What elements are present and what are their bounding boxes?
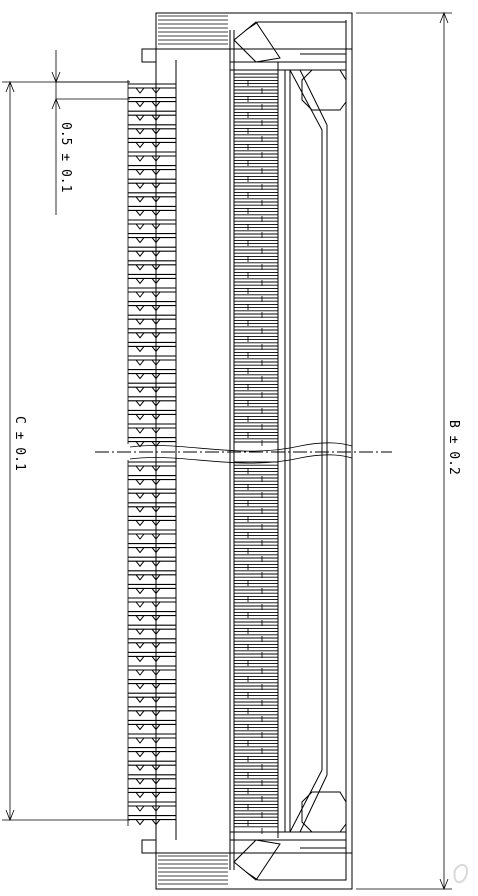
pin-spring [135, 87, 161, 94]
top-latch-diagonal [289, 69, 323, 131]
pin-spring [135, 656, 161, 663]
bottom-latch-triangle [233, 839, 281, 881]
top-end-cap [155, 12, 353, 50]
break-line [95, 442, 392, 464]
pin-spring [135, 237, 161, 244]
pin-spring [135, 196, 161, 203]
top-shell-tab [141, 48, 156, 63]
pin-spring [135, 683, 161, 690]
pin-spring [135, 506, 161, 513]
bottom-latch-arm [245, 847, 347, 881]
pin-spring [135, 386, 161, 394]
pin-spring [135, 305, 161, 312]
pin-spring [135, 560, 161, 568]
pin-spring [135, 819, 161, 826]
pin-spring [135, 278, 161, 285]
pin-spring [135, 628, 161, 636]
pin-spring [135, 642, 161, 649]
pin-spring [135, 182, 161, 190]
pin-spring [135, 441, 161, 448]
c-dimension-label: C ± 0.1 [12, 416, 27, 471]
pin-spring [135, 520, 161, 527]
pin-spring [135, 574, 161, 581]
pin-spring [135, 142, 161, 149]
connector-body [141, 12, 353, 890]
pin-spring [135, 264, 161, 271]
pin-spring [135, 764, 161, 772]
pin-spring [135, 792, 161, 799]
pin-spring [135, 805, 161, 812]
top-latch-triangle [233, 21, 281, 63]
pin-spring [135, 465, 161, 472]
pin-spring [135, 414, 161, 421]
pin-spring [135, 751, 161, 758]
pin-spring [135, 533, 161, 540]
pin-spring [135, 101, 161, 108]
pin-spring [135, 250, 161, 258]
b-dimension-label: B ± 0.2 [446, 420, 461, 475]
bottom-inner-frame [229, 831, 347, 841]
bottom-end-cap [155, 852, 353, 890]
top-inner-frame [229, 61, 347, 71]
pin-spring [135, 332, 161, 339]
pin-array [127, 80, 176, 826]
pin-spring [135, 155, 161, 162]
top-latch-arm [245, 21, 347, 55]
pin-spring [135, 169, 161, 176]
pin-spring [135, 669, 161, 676]
pin-spring [135, 318, 161, 326]
bottom-latch-diagonal [289, 769, 323, 833]
pin-spring [135, 724, 161, 731]
pin-spring [135, 359, 161, 366]
pin-spring [135, 710, 161, 717]
c-dimension [2, 80, 130, 822]
pin-spring [135, 128, 161, 135]
bottom-latch-octagon [301, 791, 347, 833]
pin-spring [135, 373, 161, 380]
pin-spring [135, 223, 161, 230]
pin-spring [135, 737, 161, 744]
pin-spring [135, 346, 161, 353]
contact-teeth [234, 73, 278, 834]
pin-spring [135, 778, 161, 785]
pin-spring [135, 291, 161, 298]
top-latch-diagonal-2 [299, 69, 328, 126]
b-dimension [356, 11, 452, 891]
pin-spring [135, 479, 161, 486]
pin-spring [135, 588, 161, 595]
watermark-mark [453, 863, 468, 884]
pin-spring [135, 114, 161, 122]
pin-spring [135, 492, 161, 500]
top-latch-octagon [301, 69, 347, 111]
pin-spring [135, 210, 161, 217]
pitch-dimension-label: 0.5 ± 0.1 [58, 122, 73, 192]
bottom-shell-tab [141, 839, 156, 854]
bottom-latch-diagonal-2 [299, 774, 328, 833]
pin-spring [135, 615, 161, 622]
pin-spring [135, 427, 161, 434]
pin-spring [135, 696, 161, 704]
pin-spring [135, 547, 161, 554]
pin-spring [135, 400, 161, 407]
pin-spring [135, 601, 161, 608]
